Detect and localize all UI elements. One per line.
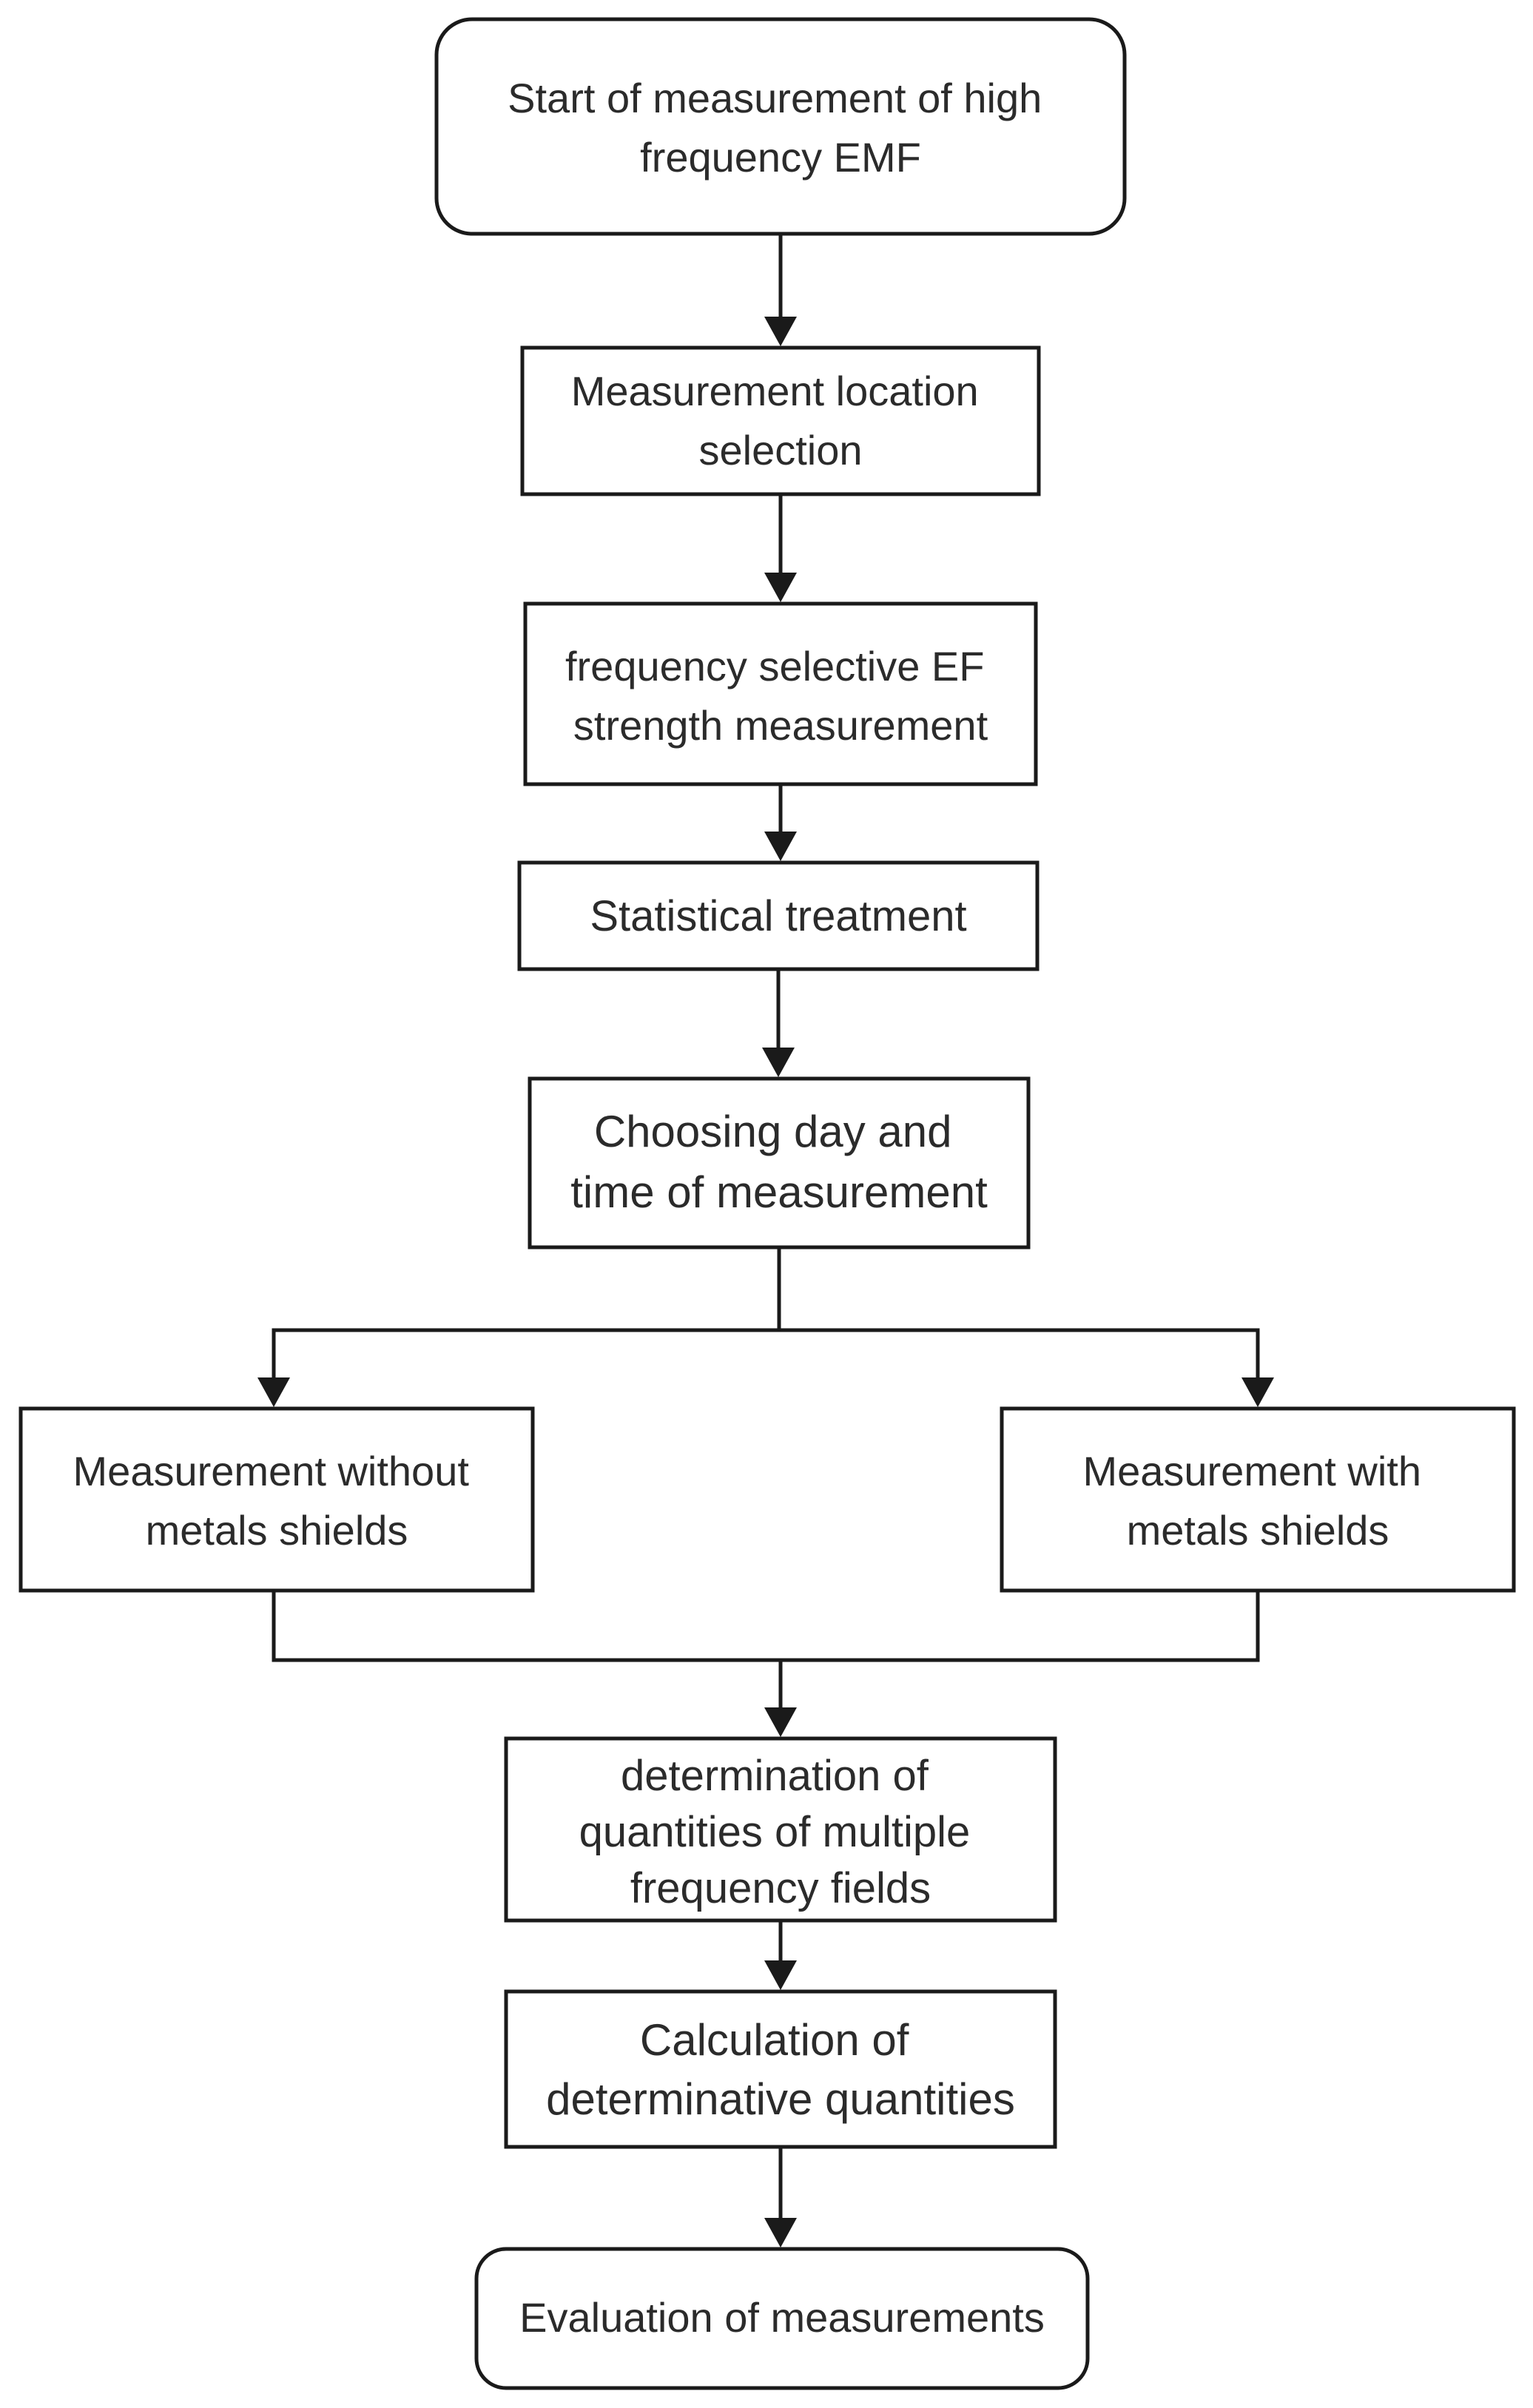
merge-step-1-label-line-1: determination of xyxy=(621,1752,929,1800)
step-4-label-line-2: time of measurement xyxy=(570,1167,988,1217)
arrowhead-branch-right xyxy=(1241,1377,1274,1407)
arrowhead-step-1 xyxy=(764,317,797,346)
step-choosing-day-time: Choosing day and time of measurement xyxy=(528,1076,1031,1249)
svg-text:Evaluation of measurements: Evaluation of measurements xyxy=(519,2294,1045,2341)
svg-text:frequency selective EF s: frequency selective EF strength measurem… xyxy=(565,643,996,749)
svg-text:Measurement with metals: Measurement with metals shields xyxy=(1082,1448,1432,1554)
step-calculation-determinative: Calculation of determinative quantities xyxy=(504,1989,1057,2149)
svg-text:Calculation of determina: Calculation of determinative quantities xyxy=(546,2015,1015,2124)
branch-right-label-line-2: metals shields xyxy=(1127,1507,1389,1554)
svg-text:Start of measurement of high: Start of measurement of high frequency E… xyxy=(508,75,1054,181)
step-2-label-line-1: frequency selective EF xyxy=(565,643,984,689)
end-node: Evaluation of measurements xyxy=(474,2247,1090,2390)
start-node: Start of measurement of high frequency E… xyxy=(434,17,1127,236)
arrowhead-merge-step-2 xyxy=(764,1960,797,1990)
arrowhead-step-3 xyxy=(764,832,797,861)
merge-step-2-label-line-2: determinative quantities xyxy=(546,2074,1015,2124)
arrowhead-step-2 xyxy=(764,573,797,602)
branch-with-shields: Measurement with metals shields xyxy=(1000,1406,1516,1593)
arrowhead-merge-step-1 xyxy=(764,1707,797,1737)
connector-split xyxy=(272,1247,781,1377)
arrowhead-step-4 xyxy=(762,1048,795,1077)
branch-without-shields: Measurement without metals shields xyxy=(18,1406,535,1593)
step-determination-quantities: determination of quantities of multiple … xyxy=(504,1736,1057,1923)
branch-right-label-line-1: Measurement with xyxy=(1082,1448,1421,1494)
start-label-line-2: frequency EMF xyxy=(640,134,921,181)
arrowhead-end xyxy=(764,2218,797,2247)
svg-text:Measurement without meta: Measurement without metals shields xyxy=(73,1448,481,1554)
merge-step-1-label-line-3: frequency fields xyxy=(630,1864,931,1912)
connectors xyxy=(257,234,1274,2247)
merge-step-2-label-line-1: Calculation of xyxy=(640,2015,909,2065)
svg-text:determination of quantit: determination of quantities of multiple … xyxy=(579,1752,983,1912)
step-statistical-treatment: Statistical treatment xyxy=(517,860,1040,971)
step-1-label-line-1: Measurement location xyxy=(571,368,979,414)
end-label: Evaluation of measurements xyxy=(519,2294,1045,2341)
branch-left-label-line-1: Measurement without xyxy=(73,1448,470,1494)
step-3-label: Statistical treatment xyxy=(590,892,966,940)
svg-text:Choosing day and time of: Choosing day and time of measurement xyxy=(570,1107,988,1217)
step-2-label-line-2: strength measurement xyxy=(573,702,988,749)
connector-split-right xyxy=(779,1328,1260,1377)
arrowhead-branch-left xyxy=(257,1377,290,1407)
step-1-label-line-2: selection xyxy=(698,427,862,473)
merge-step-1-label-line-2: quantities of multiple xyxy=(579,1808,971,1856)
start-label-line-1: Start of measurement of high xyxy=(508,75,1042,121)
svg-text:Measurement location sel: Measurement location selection xyxy=(571,368,991,473)
step-ef-strength-measurement: frequency selective EF strength measurem… xyxy=(523,601,1038,786)
connector-merge xyxy=(272,1591,1260,1662)
step-location-selection: Measurement location selection xyxy=(520,345,1041,496)
step-4-label-line-1: Choosing day and xyxy=(594,1107,952,1156)
branch-left-label-line-2: metals shields xyxy=(146,1507,408,1554)
svg-text:Statistical treatment: Statistical treatment xyxy=(590,892,966,940)
